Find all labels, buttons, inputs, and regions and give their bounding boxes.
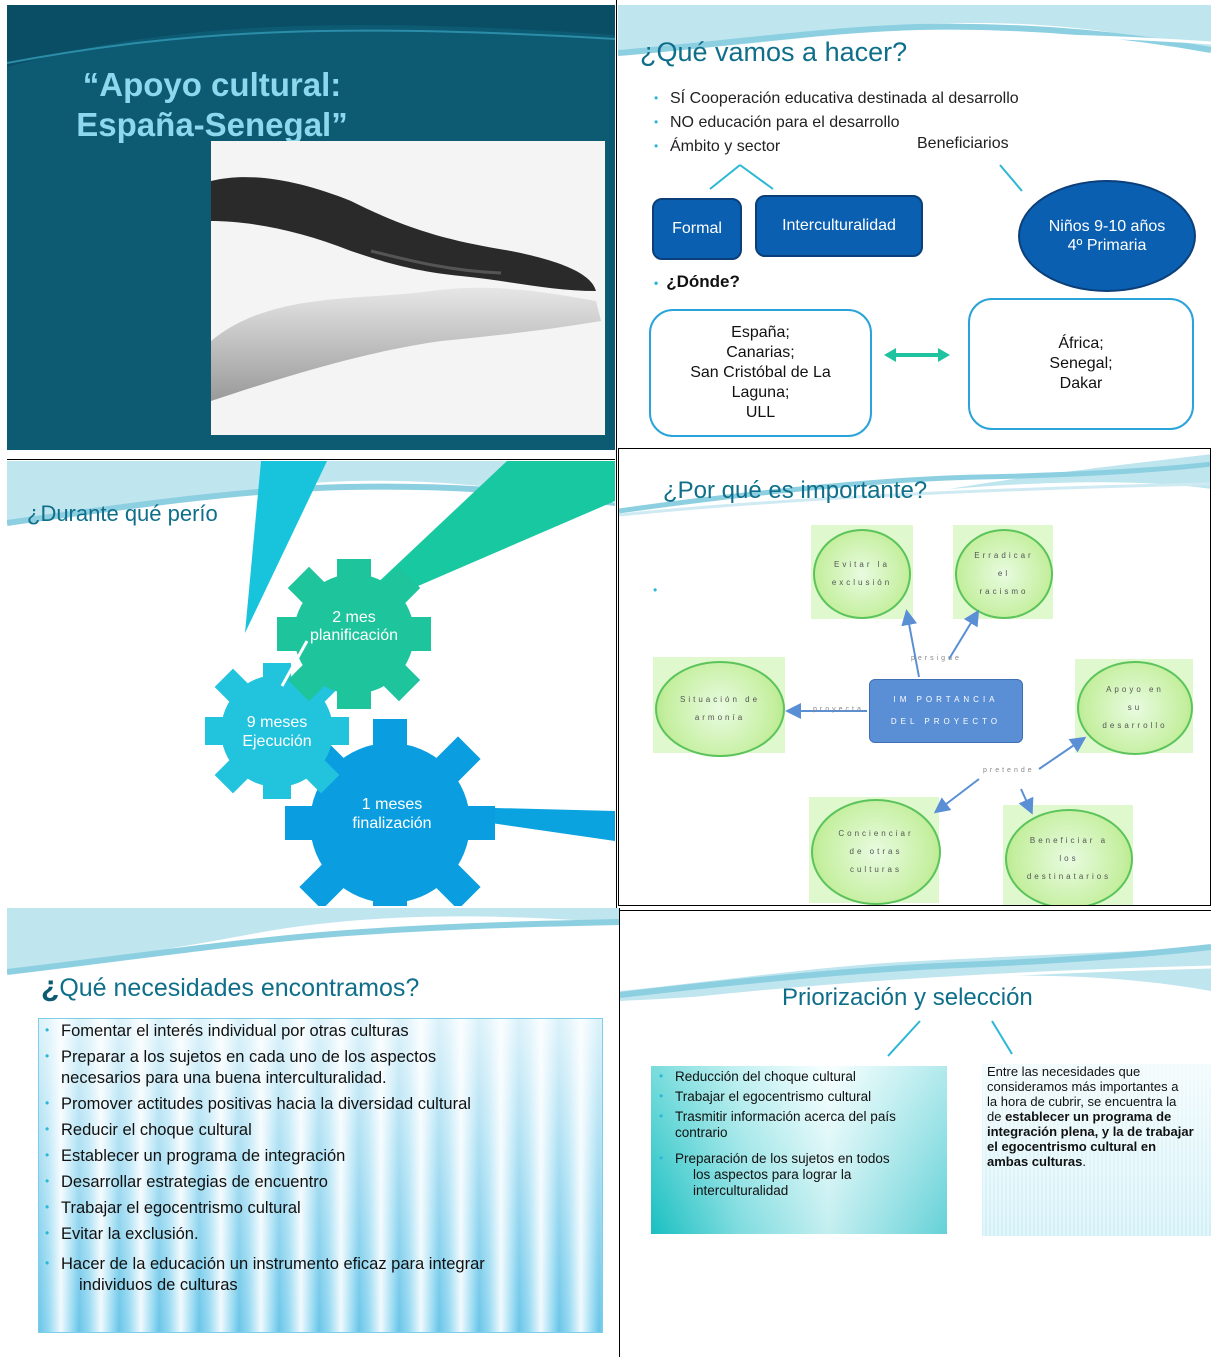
slide-2-title: ¿Qué vamos a hacer? xyxy=(640,37,908,67)
slide-4-wave xyxy=(619,449,1210,517)
formal-box: Formal xyxy=(652,198,742,260)
need-item: Establecer un programa de integración xyxy=(45,1145,595,1167)
slide-3-title: ¿Durante qué perío xyxy=(27,501,218,526)
needs-list: Fomentar el interés individual por otras… xyxy=(45,1020,595,1296)
slide-4-bullet: • xyxy=(653,583,658,597)
slide-2[interactable]: ¿Qué vamos a hacer? SÍ Cooperación educa… xyxy=(618,5,1211,450)
slide-2-wave xyxy=(618,5,1211,67)
interculturalidad-box: Interculturalidad xyxy=(755,195,923,257)
slide-6-wave xyxy=(620,944,1211,1009)
need-item: Desarrollar estrategias de encuentro xyxy=(45,1171,595,1193)
slide-1-title: “Apoyo cultural: España-Senegal” xyxy=(76,66,348,143)
hands-image xyxy=(211,141,605,435)
need-item: Promover actitudes positivas hacia la di… xyxy=(45,1093,595,1115)
label-pretende: pretende xyxy=(983,767,1035,774)
location-africa-box: África;Senegal;Dakar xyxy=(968,298,1194,430)
bullet-item: NO educación para el desarrollo xyxy=(654,110,1019,135)
bullet-item: SÍ Cooperación educativa destinada al de… xyxy=(654,86,1019,111)
slide-1-wave xyxy=(7,5,615,67)
priority-item: Trabajar el egocentrismo cultural xyxy=(659,1088,945,1105)
slide-4-title: ¿Por qué es importante? xyxy=(663,477,928,504)
beneficiarios-label: Beneficiarios xyxy=(917,135,1009,152)
gears-graphic xyxy=(205,461,615,906)
slide-3[interactable]: ¿Durante qué perío xyxy=(7,461,615,906)
label-proyecta: proyecta xyxy=(813,706,864,713)
slide-5-wave xyxy=(7,908,619,984)
need-item: Reducir el choque cultural xyxy=(45,1119,595,1141)
importancia-arrows xyxy=(785,609,1087,815)
divider-horizontal xyxy=(7,459,615,460)
slide-5[interactable]: ¿Qué necesidades encontramos? Fomentar e… xyxy=(7,908,620,1357)
priority-connectors xyxy=(887,1020,1013,1057)
label-persigue: persigue xyxy=(911,655,962,662)
priority-right-text: Entre las necesidades que consideramos m… xyxy=(987,1064,1194,1169)
double-arrow-icon xyxy=(884,348,950,362)
need-item: Hacer de la educación un instrumento efi… xyxy=(45,1253,595,1296)
need-item: Evitar la exclusión. xyxy=(45,1223,595,1245)
priority-item: Trasmitir información acerca del paíscon… xyxy=(659,1108,945,1141)
bullet-item: Ámbito y sector xyxy=(654,134,1019,159)
priority-list: Reducción del choque cultural Trabajar e… xyxy=(659,1068,945,1199)
connector-lines xyxy=(709,164,1023,192)
need-item: Fomentar el interés individual por otras… xyxy=(45,1020,595,1042)
divider-vertical xyxy=(616,0,617,908)
slide-6[interactable]: Priorización y selección Reducción del c… xyxy=(620,910,1211,1358)
slide-6-title: Priorización y selección xyxy=(782,984,1033,1011)
beneficiarios-oval: Niños 9-10 años 4º Primaria xyxy=(1018,180,1196,292)
priority-right-box xyxy=(982,1064,1211,1236)
donde-heading: •¿Dónde? xyxy=(654,272,740,291)
slide-2-bullets: SÍ Cooperación educativa destinada al de… xyxy=(654,86,1019,159)
slide-5-title: ¿Qué necesidades encontramos? xyxy=(41,970,420,1003)
priority-item: Reducción del choque cultural xyxy=(659,1068,945,1085)
need-item: Trabajar el egocentrismo cultural xyxy=(45,1197,595,1219)
slide-1[interactable]: “Apoyo cultural: España-Senegal” xyxy=(7,5,615,450)
need-item: Preparar a los sujetos en cada uno de lo… xyxy=(45,1046,595,1089)
